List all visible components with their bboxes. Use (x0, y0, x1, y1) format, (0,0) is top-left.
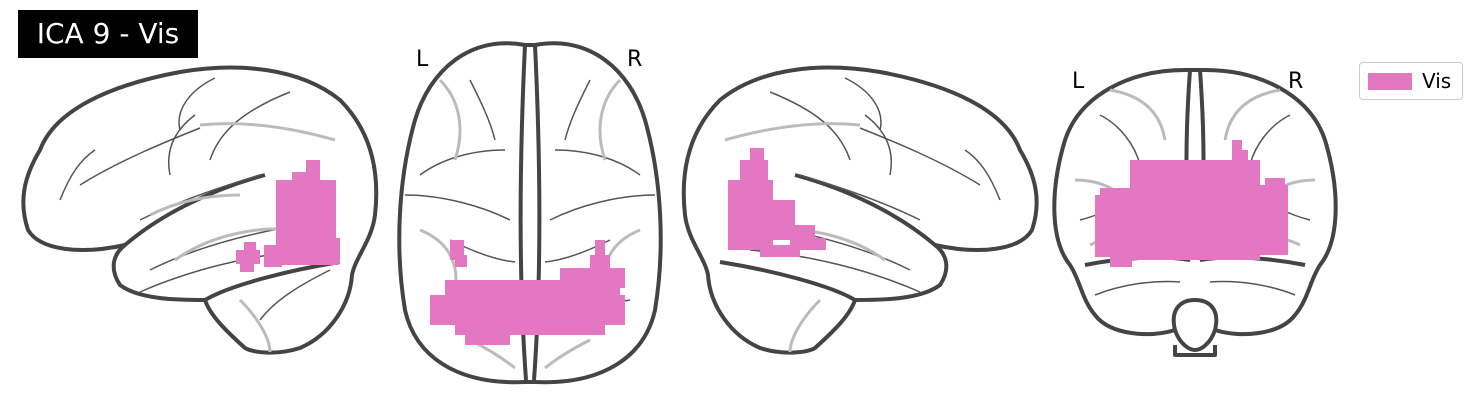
axial-right-label: R (627, 47, 642, 72)
coronal-right-label: R (1288, 69, 1303, 94)
coronal-activation (1095, 140, 1288, 267)
coronal-left-label: L (1072, 69, 1085, 94)
axial-activation (430, 240, 625, 345)
sagittal-left-activation (236, 160, 340, 272)
sagittal-right-outline (681, 65, 1039, 355)
legend-swatch (1368, 73, 1412, 90)
sagittal-left-sulci-dark (59, 77, 331, 321)
sagittal-right-activation (728, 148, 826, 257)
axial-outline (397, 41, 663, 385)
axial-left-label: L (416, 47, 429, 72)
legend: Vis (1359, 62, 1463, 100)
figure-title: ICA 9 - Vis (18, 10, 198, 58)
legend-label: Vis (1422, 69, 1452, 93)
